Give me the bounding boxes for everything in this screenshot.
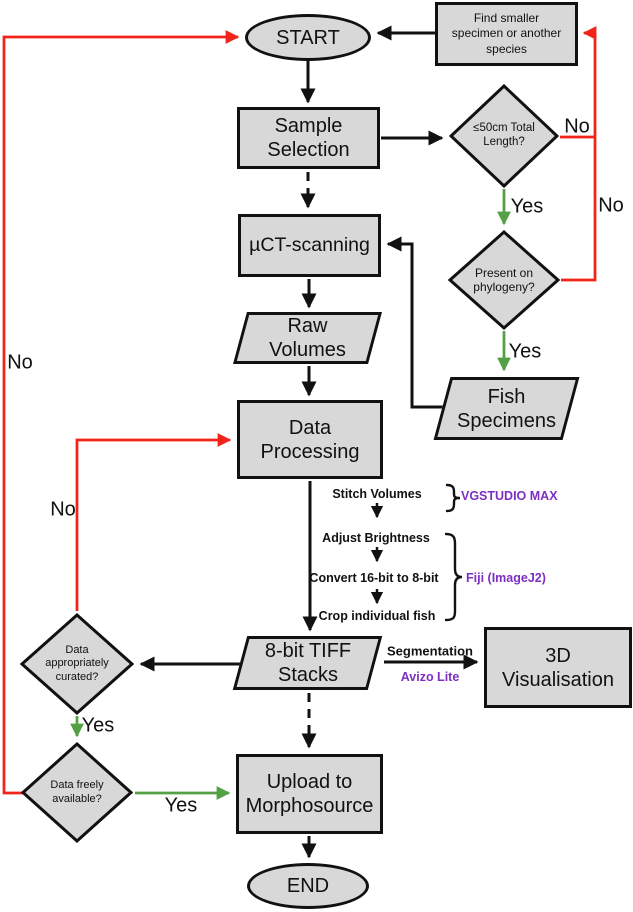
tiff-stacks-node: 8-bit TIFF Stacks — [232, 636, 383, 690]
freely-decision: Data freely available? — [21, 742, 133, 843]
yes-label-freely: Yes — [164, 794, 198, 817]
upload-morphosource-label: Upload to Morphosource — [245, 771, 374, 817]
freely-decision-label: Data freely available? — [50, 779, 104, 805]
fiji-brace — [444, 532, 463, 622]
curated-decision-label: Data appropriately curated? — [45, 644, 109, 683]
end-node: END — [247, 863, 369, 909]
yes-label-curated: Yes — [81, 714, 115, 737]
data-processing-node: Data Processing — [237, 400, 383, 479]
sample-selection-label: Sample Selection — [267, 115, 350, 161]
fiji-imagej2-label: Fiji (ImageJ2) — [466, 571, 546, 585]
curated-decision: Data appropriately curated? — [20, 613, 134, 715]
uct-scanning-node: µCT-scanning — [238, 214, 381, 277]
raw-volumes-node: Raw Volumes — [233, 312, 382, 364]
start-node: START — [245, 14, 371, 61]
fish-specimens-node: Fish Specimens — [433, 377, 580, 440]
visualisation-3d-label: 3D Visualisation — [502, 644, 614, 691]
edge-phylogeny-no — [561, 26, 597, 282]
no-label-freely: No — [7, 351, 33, 374]
pipeline-step-convert: Convert 16-bit to 8-bit — [309, 571, 439, 585]
fish-specimens-label: Fish Specimens — [457, 385, 556, 432]
yes-label-phylogeny: Yes — [508, 340, 542, 363]
length-decision: ≤50cm Total Length? — [449, 84, 559, 188]
uct-scanning-label: µCT-scanning — [249, 233, 370, 256]
edge-curated-no — [75, 433, 232, 611]
phylogeny-decision-label: Present on phylogeny? — [473, 265, 535, 294]
avizo-lite-label: Avizo Lite — [400, 670, 460, 684]
data-processing-label: Data Processing — [260, 416, 360, 463]
sample-selection-node: Sample Selection — [237, 107, 380, 169]
find-smaller-label: Find smaller specimen or another species — [451, 10, 562, 56]
yes-label-length: Yes — [510, 195, 544, 218]
end-label: END — [286, 875, 330, 897]
no-label-phylogeny: No — [598, 194, 624, 217]
no-label-curated: No — [50, 498, 76, 521]
pipeline-step-crop: Crop individual fish — [318, 609, 436, 623]
vgstudio-max-label: VGSTUDIO MAX — [461, 489, 558, 503]
pipeline-step-stitch: Stitch Volumes — [332, 487, 422, 501]
tiff-stacks-label: 8-bit TIFF Stacks — [264, 640, 352, 686]
phylogeny-decision: Present on phylogeny? — [448, 230, 560, 330]
length-decision-label: ≤50cm Total Length? — [473, 122, 535, 148]
no-label-length: No — [564, 115, 590, 138]
visualisation-3d-node: 3D Visualisation — [484, 627, 632, 708]
upload-morphosource-node: Upload to Morphosource — [236, 754, 383, 834]
segmentation-label: Segmentation — [387, 643, 473, 659]
raw-volumes-label: Raw Volumes — [269, 315, 346, 361]
pipeline-step-brightness: Adjust Brightness — [322, 531, 430, 545]
find-smaller-node: Find smaller specimen or another species — [435, 2, 578, 66]
start-label: START — [276, 26, 340, 49]
vgstudio-brace — [445, 483, 461, 513]
